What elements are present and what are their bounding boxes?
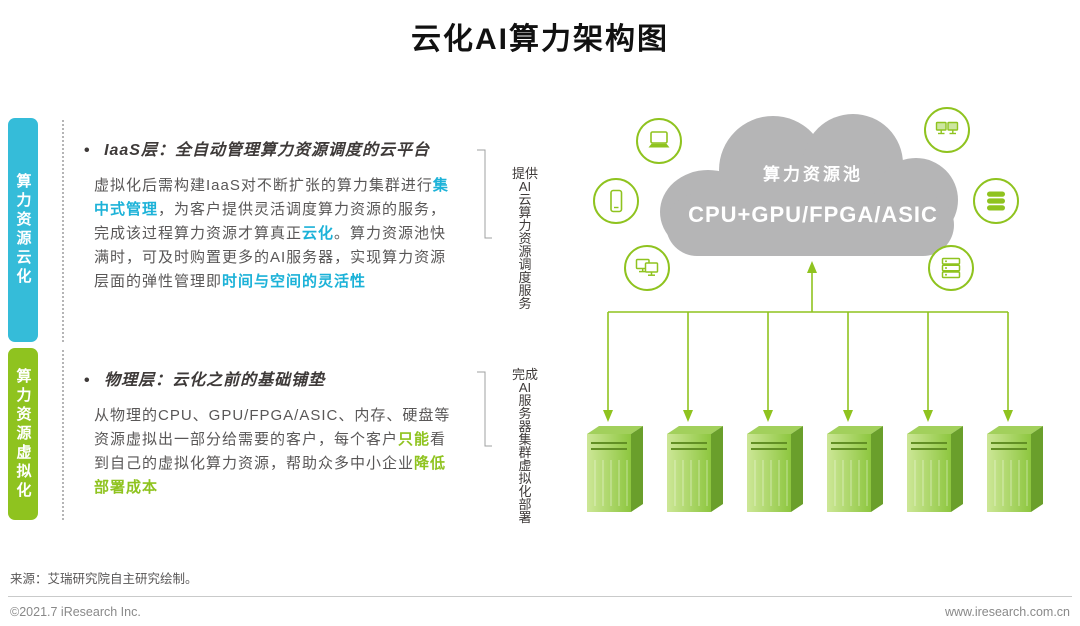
cloud-pool-subtitle: CPU+GPU/FPGA/ASIC bbox=[688, 202, 938, 227]
side-label-server-cluster-virtualization: 完成 AI 服 务 器 集 群 虚 拟 化 部 署 bbox=[511, 367, 538, 525]
network-monitors-icon bbox=[924, 107, 970, 153]
desktop-computers-icon bbox=[624, 245, 670, 291]
cloud-shape bbox=[660, 114, 958, 256]
bullet-icon: • bbox=[84, 142, 91, 159]
label-bar-compute-virtualization: 算力资源虚拟化 bbox=[8, 348, 38, 520]
website-url: www.iresearch.com.cn bbox=[944, 605, 1070, 619]
bullet-icon: • bbox=[84, 372, 91, 389]
ai-server-tower-icon bbox=[583, 424, 649, 518]
section-physical-body: 从物理的CPU、GPU/FPGA/ASIC、内存、硬盘等资源虚拟出一部分给需要的… bbox=[94, 407, 451, 496]
label-bar-compute-cloudification: 算力资源云化 bbox=[8, 118, 38, 342]
server-rack-icon bbox=[928, 245, 974, 291]
laptop-icon bbox=[636, 118, 682, 164]
ai-server-tower-icon bbox=[663, 424, 729, 518]
section-physical-header: • 物理层：云化之前的基础铺垫 bbox=[84, 366, 482, 390]
section-iaas-header: • IaaS层：全自动管理算力资源调度的云平台 bbox=[84, 136, 482, 160]
label-bar-compute-virtualization-text: 算力资源虚拟化 bbox=[14, 367, 32, 501]
section-physical: • 物理层：云化之前的基础铺垫 从物理的CPU、GPU/FPGA/ASIC、内存… bbox=[62, 350, 482, 520]
side-label-ai-cloud-scheduling: 提供 AI 云 算 力 资 源 调 度 服 务 bbox=[511, 166, 538, 311]
ai-server-tower-icon bbox=[823, 424, 889, 518]
source-note: 来源：艾瑞研究院自主研究绘制。 bbox=[10, 572, 198, 586]
ai-server-tower-icon bbox=[903, 424, 969, 518]
footer-divider bbox=[8, 596, 1072, 597]
cloud-pool-title: 算力资源池 bbox=[763, 165, 863, 184]
smartphone-icon bbox=[593, 178, 639, 224]
bracket-connector-physical bbox=[477, 371, 492, 447]
connector-lines bbox=[603, 261, 1013, 422]
database-icon bbox=[973, 178, 1019, 224]
bracket-connector-iaas bbox=[477, 149, 492, 239]
ai-server-tower-icon bbox=[743, 424, 809, 518]
ai-server-tower-icon bbox=[983, 424, 1049, 518]
page-title: 云化AI算力架构图 bbox=[411, 23, 669, 56]
section-physical-header-text: 物理层：云化之前的基础铺垫 bbox=[104, 372, 326, 389]
section-iaas-header-text: IaaS层：全自动管理算力资源调度的云平台 bbox=[104, 142, 430, 159]
section-iaas-body: 虚拟化后需构建IaaS对不断扩张的算力集群进行集中式管理，为客户提供灵活调度算力… bbox=[94, 177, 449, 290]
label-bar-compute-cloudification-text: 算力资源云化 bbox=[14, 173, 32, 287]
copyright-text: ©2021.7 iResearch Inc. bbox=[10, 605, 141, 619]
section-iaas: • IaaS层：全自动管理算力资源调度的云平台 虚拟化后需构建IaaS对不断扩张… bbox=[62, 120, 482, 342]
